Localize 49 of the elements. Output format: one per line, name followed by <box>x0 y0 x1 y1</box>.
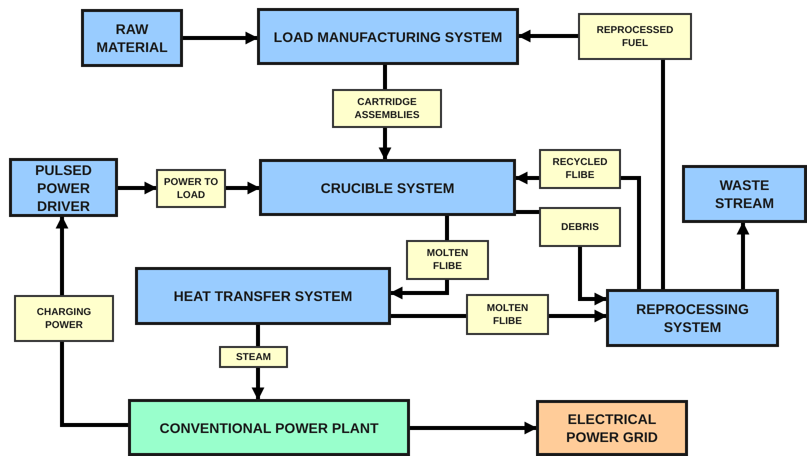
box-label: PULSED POWER DRIVER <box>34 160 93 214</box>
flow-label-box <box>539 207 621 247</box>
box-label: MOLTEN FLIBE <box>426 247 470 273</box>
process-box <box>606 289 779 347</box>
box-label: CARTRIDGE ASSEMBLIES <box>353 96 420 122</box>
arrow <box>56 216 68 295</box>
arrow <box>252 368 264 400</box>
box-label: HEAT TRANSFER SYSTEM <box>174 287 352 305</box>
process-box <box>128 399 410 456</box>
box-label: RECYCLED FLIBE <box>551 156 608 182</box>
arrow <box>118 182 158 194</box>
arrow <box>390 280 449 300</box>
arrow <box>378 128 392 160</box>
box-label: STEAM <box>236 350 271 364</box>
flow-label-box <box>332 89 442 128</box>
box-label: DEBRIS <box>561 220 599 234</box>
arrow <box>549 310 608 322</box>
process-box <box>9 158 118 217</box>
arrow <box>226 182 260 194</box>
arrow <box>518 30 578 42</box>
box-label: MOLTEN FLIBE <box>486 302 530 328</box>
box-label: ELECTRICAL POWER GRID <box>565 410 659 446</box>
flow-label-box <box>539 149 621 189</box>
process-box <box>257 8 519 65</box>
arrow <box>183 32 258 44</box>
process-box <box>536 400 688 456</box>
box-label: POWER TO LOAD <box>162 176 220 202</box>
box-label: REPROCESSING SYSTEM <box>635 300 750 336</box>
box-label: RAW MATERIAL <box>95 20 169 56</box>
arrow <box>578 247 608 306</box>
arrow <box>514 172 539 184</box>
box-label: REPROCESSED FUEL <box>596 24 674 50</box>
process-box <box>135 267 391 325</box>
box-label: CHARGING POWER <box>36 306 92 332</box>
box-label: LOAD MANUFACTURING SYSTEM <box>274 28 502 46</box>
box-label: WASTE STREAM <box>714 176 776 212</box>
process-box <box>682 165 807 223</box>
process-box <box>259 159 516 216</box>
box-label: CRUCIBLE SYSTEM <box>320 178 454 196</box>
arrow <box>736 222 750 289</box>
flow-label-box <box>578 13 692 60</box>
flow-label-box <box>406 240 489 280</box>
box-label: CONVENTIONAL POWER PLANT <box>159 418 379 436</box>
flow-label-box <box>466 294 549 335</box>
flow-label-box <box>156 169 226 208</box>
process-box <box>81 9 183 67</box>
flow-label-box <box>14 295 114 342</box>
flow-label-box <box>219 346 288 368</box>
arrow <box>410 422 538 434</box>
